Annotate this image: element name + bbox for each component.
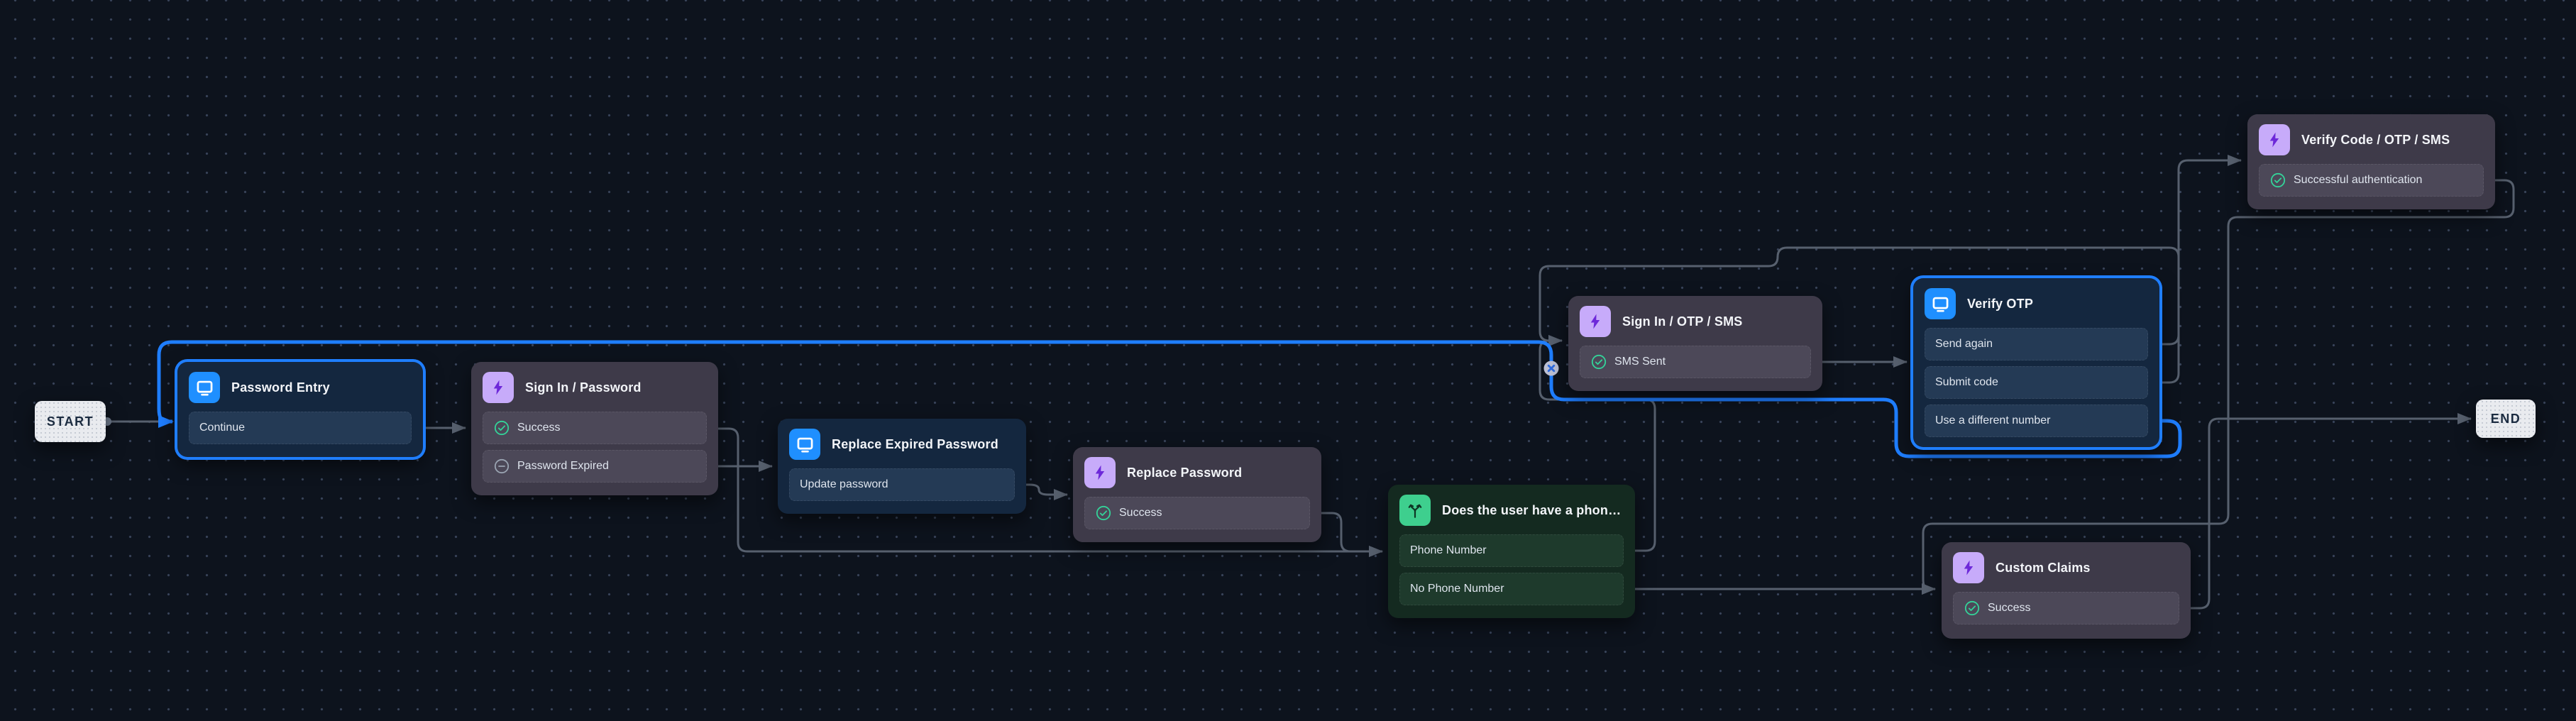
node-title: Sign In / Password <box>525 380 642 395</box>
bolt-icon <box>1953 552 1984 583</box>
edge-custom-claims-success-to-end[interactable] <box>2179 413 2472 610</box>
node-title: Custom Claims <box>1996 560 2091 575</box>
edge-submit-code-to-verify-code[interactable] <box>2148 155 2242 384</box>
check-circle-icon <box>1095 505 1112 522</box>
output-row-label: Submit code <box>1935 376 1998 388</box>
terminal-label: START <box>46 414 94 429</box>
output-row-submit-code[interactable]: Submit code <box>1925 366 2148 399</box>
edge-replace-success-to-phone-check[interactable] <box>1310 512 1383 557</box>
check-circle-icon <box>2269 172 2286 189</box>
node-verify-code-otp-sms[interactable]: Verify Code / OTP / SMS Successful authen… <box>2247 114 2495 209</box>
output-row-label: No Phone Number <box>1410 583 1504 595</box>
output-row-label: Success <box>1988 602 2031 614</box>
bolt-icon <box>2259 124 2290 155</box>
output-row-label: Success <box>517 422 561 434</box>
output-row-label: Continue <box>199 422 246 434</box>
branch-icon <box>1399 495 1431 526</box>
output-row-label: Send again <box>1935 338 1993 350</box>
node-title: Sign In / OTP / SMS <box>1622 314 1743 329</box>
minus-circle-icon <box>493 458 510 475</box>
node-title: Verify Code / OTP / SMS <box>2301 132 2450 147</box>
output-row-label: Password Expired <box>517 460 609 472</box>
detach-edge-button[interactable] <box>1543 360 1559 376</box>
screen-icon <box>789 429 820 460</box>
output-row-sms-sent[interactable]: SMS Sent <box>1580 346 1811 378</box>
edge-use-different-number-to-password-entry[interactable] <box>157 340 2182 458</box>
output-row-use-a-different-number[interactable]: Use a different number <box>1925 404 2148 437</box>
output-row-send-again[interactable]: Send again <box>1925 328 2148 360</box>
node-phone-condition[interactable]: Does the user have a phone num… Phone Num… <box>1388 485 1635 618</box>
check-circle-icon <box>493 419 510 436</box>
output-row-no-phone-number[interactable]: No Phone Number <box>1399 573 1624 605</box>
output-row-label: Use a different number <box>1935 414 2051 426</box>
check-circle-icon <box>1964 600 1981 617</box>
output-row-success[interactable]: Success <box>1084 497 1310 529</box>
output-row-label: Success <box>1119 507 1162 519</box>
output-row-successful-authentication[interactable]: Successful authentication <box>2259 164 2484 197</box>
bolt-icon <box>1580 306 1611 337</box>
node-title: Replace Expired Password <box>832 436 998 451</box>
edge-update-password-to-replace-password[interactable] <box>1015 483 1068 500</box>
output-row-label: SMS Sent <box>1614 356 1666 368</box>
output-row-label: Phone Number <box>1410 544 1487 556</box>
output-row-update-password[interactable]: Update password <box>789 468 1015 501</box>
node-end[interactable]: END <box>2476 400 2536 438</box>
check-circle-icon <box>1590 353 1607 370</box>
output-row-continue[interactable]: Continue <box>189 412 412 444</box>
bolt-icon <box>1084 457 1116 488</box>
terminal-label: END <box>2490 411 2521 426</box>
output-row-label: Successful authentication <box>2294 174 2423 186</box>
node-title: Does the user have a phone num… <box>1442 502 1624 517</box>
bolt-icon <box>483 372 514 403</box>
node-title: Replace Password <box>1127 465 1243 480</box>
output-row-password-expired[interactable]: Password Expired <box>483 450 707 483</box>
node-start[interactable]: START <box>35 401 106 442</box>
output-row-label: Update password <box>800 478 888 490</box>
screen-icon <box>189 372 220 403</box>
output-row-success[interactable]: Success <box>1953 592 2179 624</box>
screen-icon <box>1925 288 1956 319</box>
node-sign-in-otp-sms[interactable]: Sign In / OTP / SMS SMS Sent <box>1568 296 1822 391</box>
node-title: Password Entry <box>231 380 330 395</box>
output-row-success[interactable]: Success <box>483 412 707 444</box>
output-row-phone-number[interactable]: Phone Number <box>1399 534 1624 567</box>
edge-successful-auth-to-custom-claims[interactable] <box>1922 179 2515 595</box>
node-title: Verify OTP <box>1967 296 2034 311</box>
edge-sign-in-success-to-phone-check[interactable] <box>707 427 1383 557</box>
